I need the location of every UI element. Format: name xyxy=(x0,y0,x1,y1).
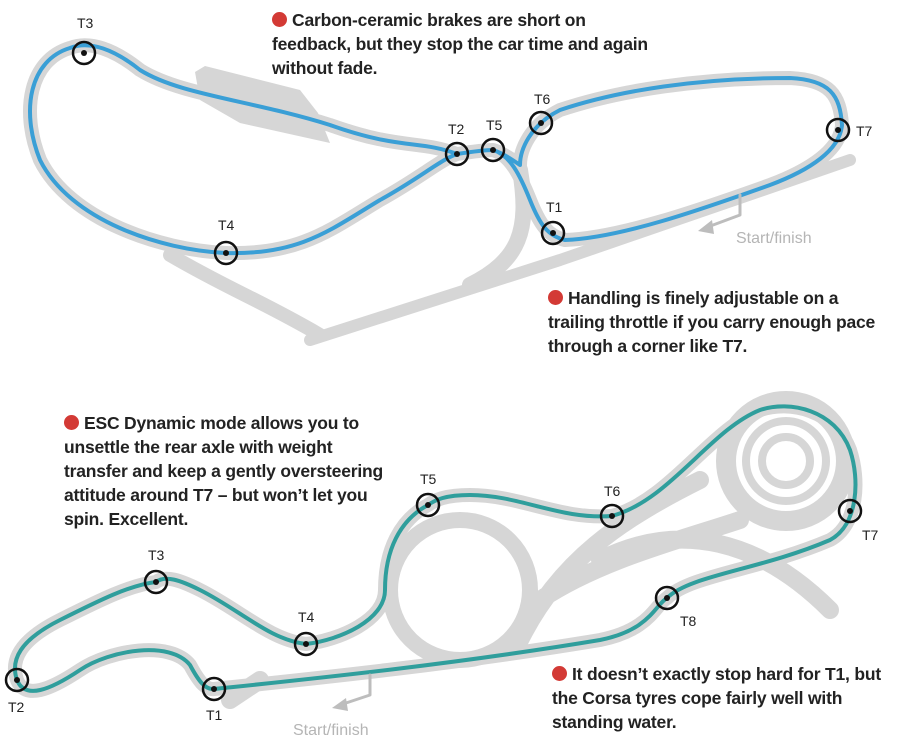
turn-marker-t4 xyxy=(213,240,239,266)
start-finish-arrow-bottom xyxy=(338,673,372,707)
top-circuit xyxy=(23,38,856,346)
turn-label-t8: T8 xyxy=(680,613,697,629)
access-road xyxy=(462,162,532,293)
service-road xyxy=(163,248,327,342)
note-tyres-text: It doesn’t exactly stop hard for T1, but… xyxy=(552,664,881,732)
turn-marker-t7 xyxy=(825,117,851,143)
note-tyres: It doesn’t exactly stop hard for T1, but… xyxy=(552,662,897,734)
turn-marker-t6 xyxy=(528,110,554,136)
turn-marker-dot xyxy=(425,502,431,508)
note-brakes-text: Carbon-ceramic brakes are short on feedb… xyxy=(272,10,648,78)
note-handling: Handling is finely adjustable on a trail… xyxy=(548,286,893,358)
note-esc-text: ESC Dynamic mode allows you to unsettle … xyxy=(64,413,383,529)
turn-marker-dot xyxy=(153,579,159,585)
turn-label-t3: T3 xyxy=(77,15,94,31)
turn-markers xyxy=(4,40,863,702)
turn-marker-t1 xyxy=(201,676,227,702)
turn-marker-t5 xyxy=(480,137,506,163)
start-finish-arrowhead xyxy=(698,220,714,234)
turn-label-t6: T6 xyxy=(534,91,551,107)
turn-label-t2: T2 xyxy=(8,699,25,715)
turn-label-t3: T3 xyxy=(148,547,165,563)
bullet-icon xyxy=(548,290,563,305)
turn-marker-t1 xyxy=(540,220,566,246)
turn-label-t1: T1 xyxy=(206,707,223,723)
turn-marker-t7 xyxy=(837,498,863,524)
note-handling-text: Handling is finely adjustable on a trail… xyxy=(548,288,876,356)
turn-label-t1: T1 xyxy=(546,199,563,215)
turn-label-t7: T7 xyxy=(856,123,873,139)
turn-label-t2: T2 xyxy=(448,121,465,137)
infield-roads xyxy=(221,471,839,709)
note-brakes: Carbon-ceramic brakes are short on feedb… xyxy=(272,8,652,80)
turn-marker-dot xyxy=(490,147,496,153)
turn-marker-dot xyxy=(550,230,556,236)
turn-marker-dot xyxy=(538,120,544,126)
turn-marker-t5 xyxy=(415,492,441,518)
turn-marker-dot xyxy=(664,595,670,601)
turn-marker-dot xyxy=(847,508,853,514)
turn-marker-t2 xyxy=(444,141,470,167)
turn-marker-dot xyxy=(14,677,20,683)
start-finish-label-top: Start/finish xyxy=(736,230,812,247)
bullet-icon xyxy=(552,666,567,681)
turn-marker-t4 xyxy=(293,631,319,657)
turn-label-t4: T4 xyxy=(218,217,235,233)
turn-marker-dot xyxy=(223,250,229,256)
bullet-icon xyxy=(64,415,79,430)
turn-marker-dot xyxy=(609,513,615,519)
turn-marker-dot xyxy=(211,686,217,692)
turn-label-t7: T7 xyxy=(862,527,879,543)
top-track-line xyxy=(28,43,844,256)
bullet-icon xyxy=(272,12,287,27)
start-finish-arrowhead-bottom xyxy=(332,698,348,711)
start-finish-arrow xyxy=(703,193,742,230)
turn-marker-t2 xyxy=(4,667,30,693)
turn-marker-dot xyxy=(835,127,841,133)
skidpan-circle xyxy=(382,512,538,668)
turn-marker-t6 xyxy=(599,503,625,529)
turn-marker-t3 xyxy=(143,569,169,595)
bottom-circuit xyxy=(7,391,863,711)
note-esc: ESC Dynamic mode allows you to unsettle … xyxy=(64,411,399,531)
skidpan-ring-middle xyxy=(742,417,830,505)
turn-label-t5: T5 xyxy=(420,471,437,487)
turn-marker-t3 xyxy=(71,40,97,66)
skidpan-ring-inner xyxy=(758,433,814,489)
turn-marker-t8 xyxy=(654,585,680,611)
turn-label-t4: T4 xyxy=(298,609,315,625)
turn-label-t5: T5 xyxy=(486,117,503,133)
turn-label-t6: T6 xyxy=(604,483,621,499)
turn-marker-dot xyxy=(454,151,460,157)
turn-marker-dot xyxy=(303,641,309,647)
bottom-track-line xyxy=(12,404,858,693)
turn-marker-dot xyxy=(81,50,87,56)
start-finish-label-bottom: Start/finish xyxy=(293,722,369,739)
